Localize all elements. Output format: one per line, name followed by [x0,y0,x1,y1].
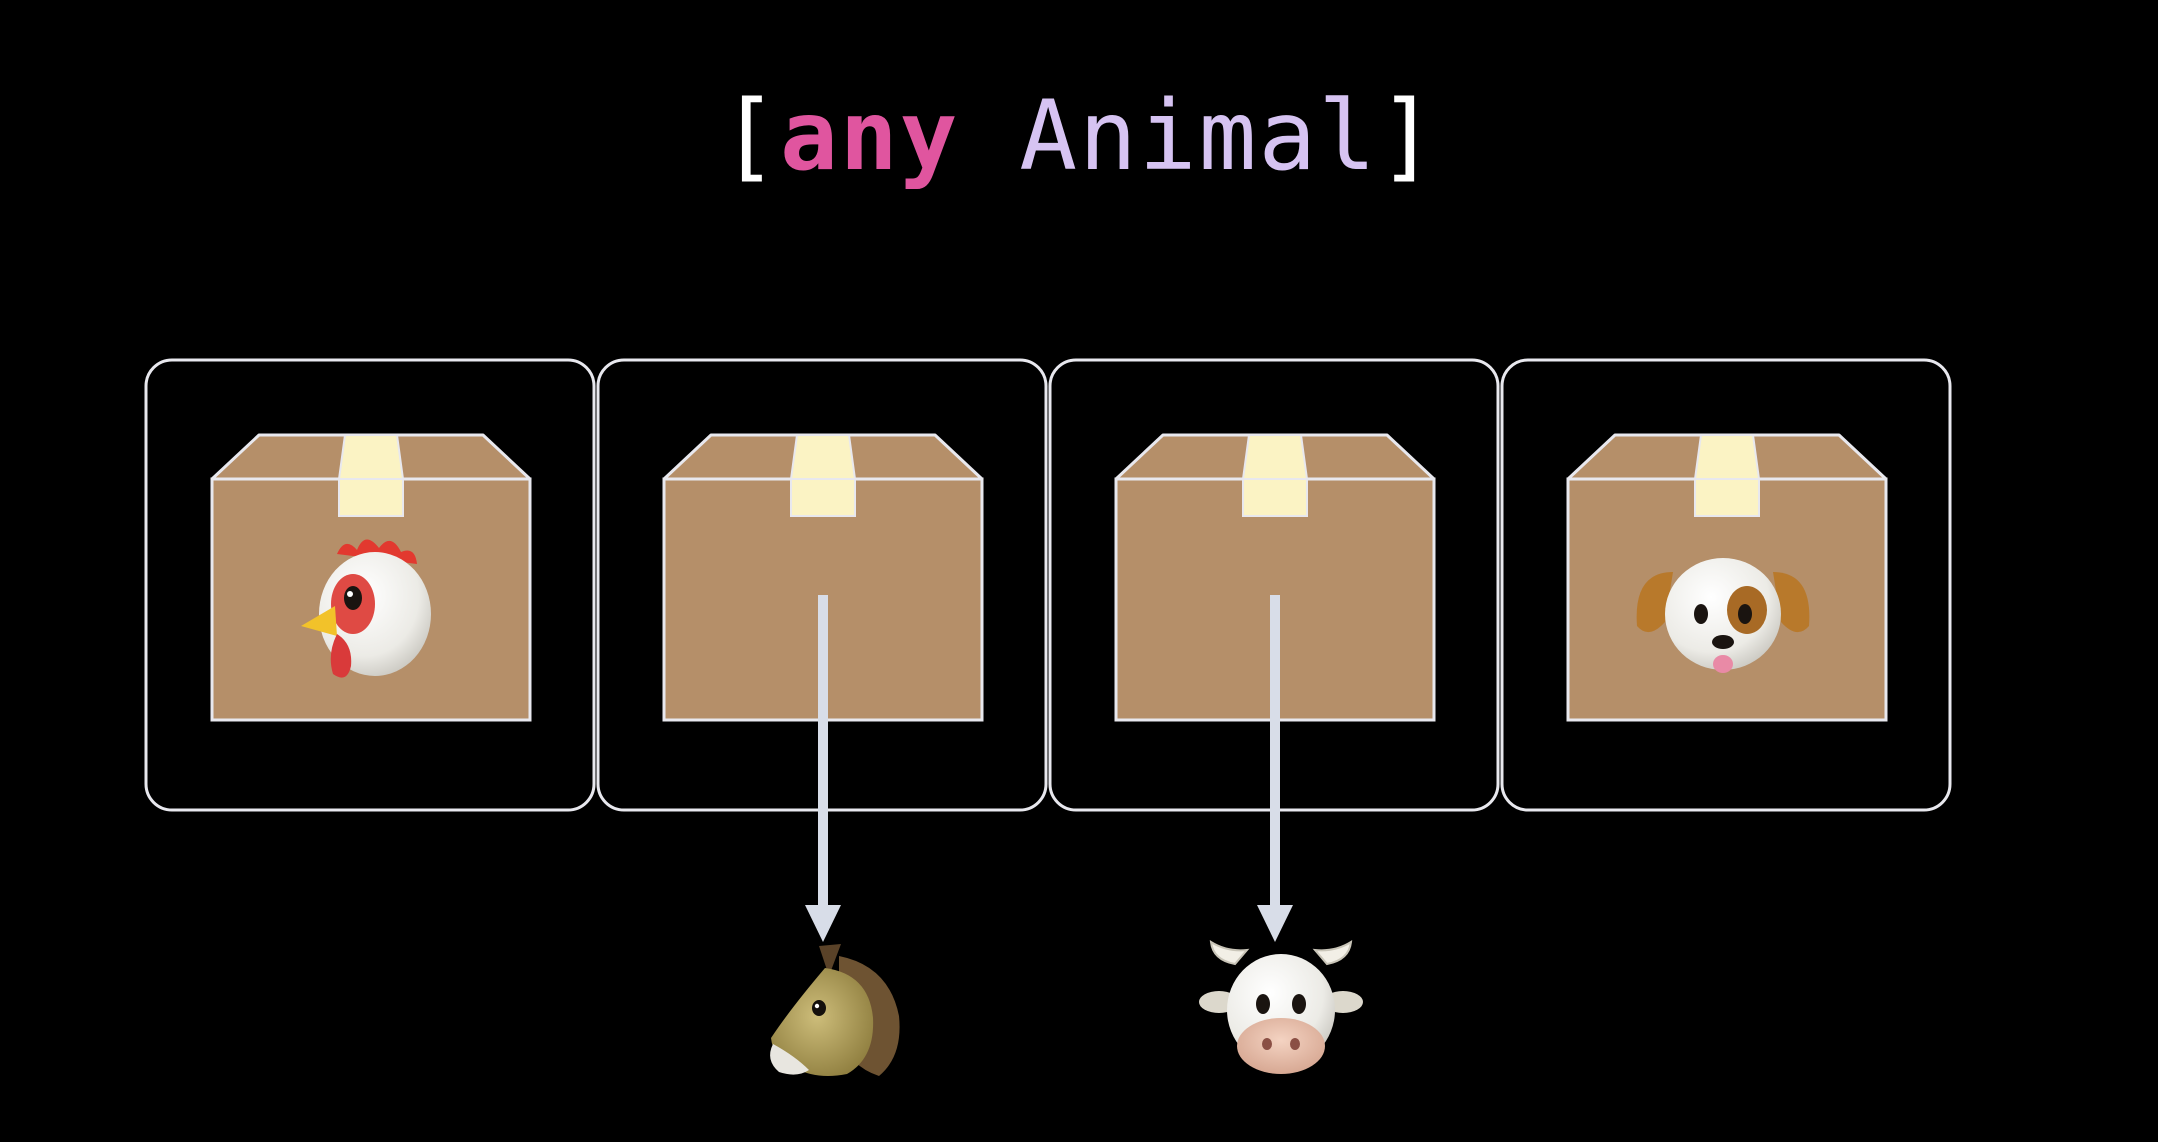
any-keyword: any [780,80,960,192]
close-bracket: ] [1377,80,1438,192]
cow-icon [1199,940,1363,1074]
animal-type-name: Animal [1019,80,1378,192]
horse-icon [770,944,900,1076]
cell-dog [1500,358,1952,812]
open-bracket: [ [720,80,781,192]
array-type-title: [any Animal] [0,88,2158,184]
pointer-arrow [805,595,841,942]
cardboard-box [1566,433,1888,722]
pointer-arrow [1257,595,1293,942]
dog-icon [1636,558,1810,673]
chicken-icon [301,539,431,678]
